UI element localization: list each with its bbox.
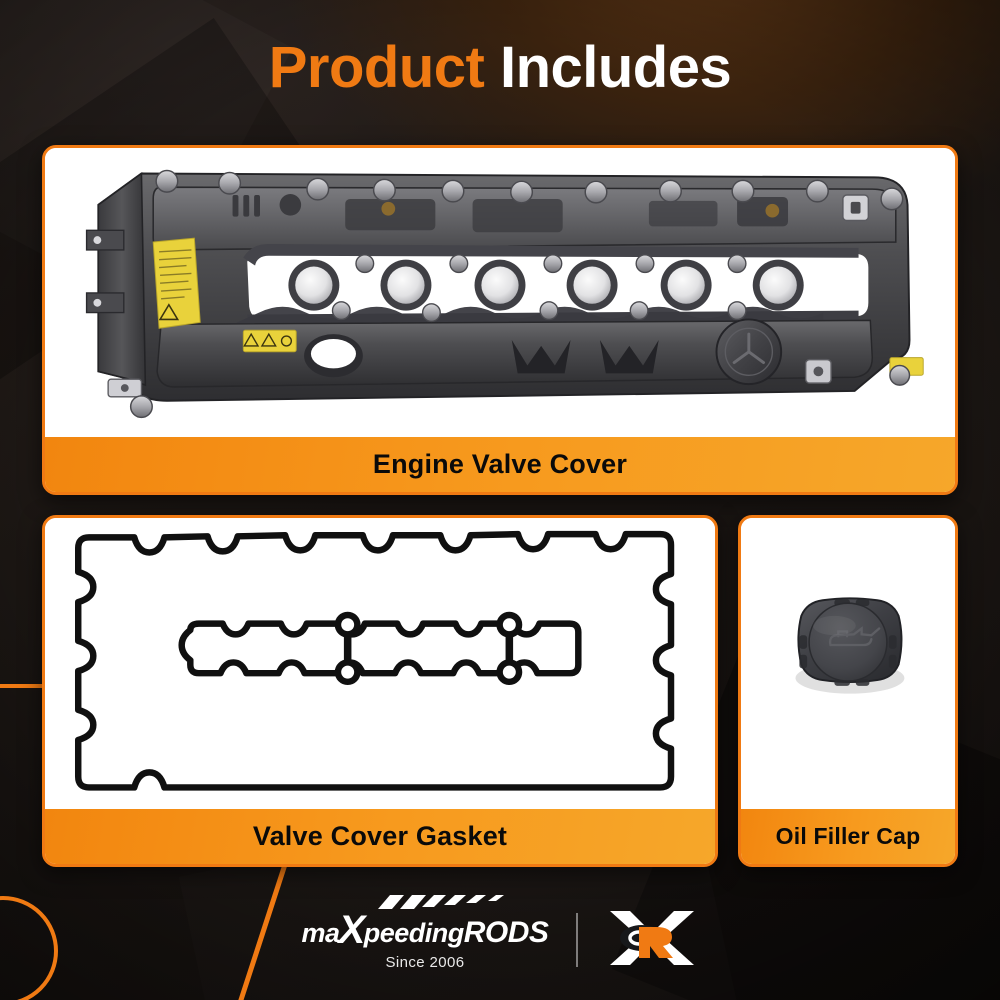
engine-valve-cover-illustration — [85, 169, 924, 419]
cover-recess — [737, 196, 789, 227]
brass-insert — [765, 203, 780, 218]
footer-divider — [576, 913, 579, 967]
cover-baffles — [511, 340, 659, 374]
brand-part-peeding: peeding — [363, 918, 465, 948]
xor-logo-icon — [610, 910, 695, 965]
cover-bolts-middle — [355, 254, 747, 274]
valve-cover-gasket-diagram — [45, 518, 715, 809]
gasket-outer-ring — [74, 530, 675, 791]
card-caption-oil-filler-cap: Oil Filler Cap — [741, 809, 955, 864]
product-card-engine-valve-cover[interactable]: Engine Valve Cover — [42, 145, 958, 495]
product-card-oil-filler-cap[interactable]: Oil Filler Cap — [738, 515, 958, 867]
cover-bracket-slot — [850, 201, 861, 214]
cover-bolts-top — [155, 169, 904, 211]
cover-left-end — [97, 171, 147, 387]
cover-bolts-lower — [331, 301, 747, 323]
cover-recess — [472, 198, 563, 233]
page-title: Product Includes — [0, 34, 1000, 101]
mounting-tab — [85, 292, 125, 314]
mounting-tab-hole — [93, 236, 102, 245]
pcv-ring — [724, 327, 774, 376]
card-caption-valve-cover-gasket: Valve Cover Gasket — [45, 809, 715, 864]
page-title-highlight: Product — [268, 35, 485, 100]
secondary-logo-xor — [606, 907, 698, 974]
mounting-tab — [85, 229, 125, 251]
oil-fill-bore — [310, 339, 356, 369]
gasket-grommet-holes — [334, 611, 523, 686]
cover-bracket-hole — [813, 366, 824, 377]
mounting-tab-hole — [93, 298, 102, 307]
warning-label-large — [152, 237, 201, 329]
brand-part-x: X — [338, 908, 366, 952]
gasket-illustration — [74, 530, 675, 791]
cover-port — [279, 194, 302, 216]
pcv-spokes — [732, 332, 765, 365]
page-title-rest: Includes — [499, 35, 732, 100]
cover-fins — [232, 195, 260, 217]
gasket-inner-loop — [178, 620, 582, 677]
cap-highlight — [812, 615, 856, 636]
card-caption-engine-valve-cover: Engine Valve Cover — [45, 437, 955, 492]
oil-filler-cap-photo — [741, 518, 955, 809]
product-card-valve-cover-gasket[interactable]: Valve Cover Gasket — [42, 515, 718, 867]
warning-label-small — [242, 329, 297, 353]
oil-can-icon — [828, 626, 881, 647]
oil-filler-cap-illustration — [795, 597, 905, 694]
engine-valve-cover-photo — [45, 148, 955, 437]
mounting-tab-hole — [120, 384, 129, 392]
brand-part-ma: ma — [301, 918, 341, 948]
cover-bolt — [889, 364, 911, 386]
speed-flag-icon — [377, 895, 504, 909]
brass-insert — [381, 201, 396, 216]
brand-since: Since 2006 — [385, 954, 465, 971]
cover-bolt — [129, 395, 153, 419]
cover-recess — [648, 200, 718, 227]
cap-top-face — [808, 602, 888, 682]
brand-part-rods: RODS — [463, 916, 549, 949]
spark-plug-tubes — [288, 259, 804, 311]
